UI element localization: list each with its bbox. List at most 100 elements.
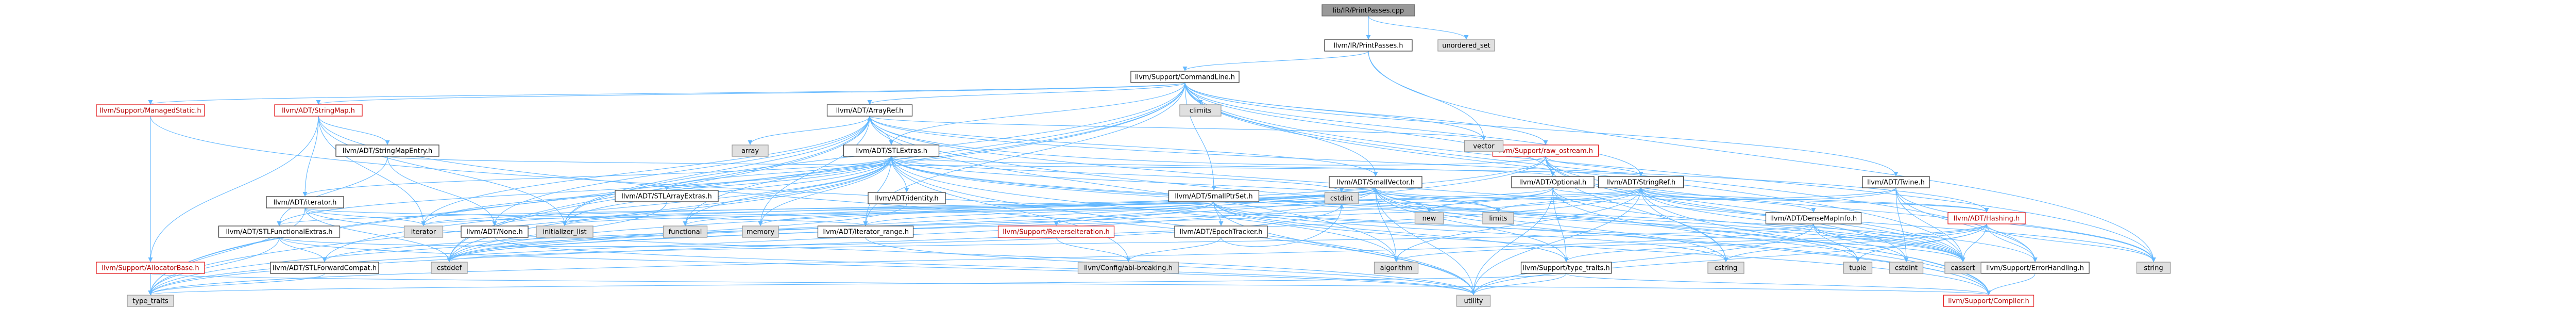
node-array: array [732, 144, 769, 157]
edge-twine-to-cassert [1895, 187, 1965, 262]
node-commandline[interactable]: llvm/Support/CommandLine.h [1130, 71, 1240, 83]
edge-stlextras-to-cstddef [447, 156, 892, 262]
edge-raw_ostream-to-type_traits [148, 156, 1546, 295]
edge-raw_ostream-to-arrayref [867, 116, 1546, 166]
node-compiler[interactable]: llvm/Support/Compiler.h [1943, 295, 2035, 307]
node-label: llvm/ADT/StringMapEntry.h [343, 148, 433, 155]
edge-stringref-to-string [1640, 187, 2156, 262]
node-label: llvm/ADT/ArrayRef.h [836, 107, 904, 115]
edge-commandline-to-arrayref [867, 82, 1185, 105]
node-box [1943, 295, 2035, 307]
edge-stringmap-to-iterator [318, 116, 426, 226]
node-epochtracker[interactable]: llvm/ADT/EpochTracker.h [1174, 225, 1268, 238]
node-box [1179, 104, 1222, 117]
node-iterator_range[interactable]: llvm/ADT/iterator_range.h [817, 225, 914, 238]
node-raw_ostream[interactable]: llvm/Support/raw_ostream.h [1492, 144, 1599, 157]
node-label: llvm/ADT/Twine.h [1867, 179, 1925, 187]
node-optional[interactable]: llvm/ADT/Optional.h [1511, 176, 1595, 188]
node-label: llvm/ADT/Hashing.h [1954, 215, 2020, 223]
edge-stlextras-to-utility [891, 156, 1476, 295]
edge-stlextras-to-cstdint_a [891, 156, 1344, 192]
node-box [266, 196, 344, 208]
edge-stlfunctionalextras-to-type_traits [148, 237, 280, 295]
node-label: algorithm [1380, 265, 1413, 272]
edge-typetraits_sup-to-utility [1471, 273, 1567, 295]
node-densemapinfo[interactable]: llvm/ADT/DenseMapInfo.h [1765, 212, 1862, 224]
node-box [1130, 71, 1240, 83]
node-box [1482, 212, 1514, 224]
node-root[interactable]: lib/IR/PrintPasses.cpp [1321, 4, 1415, 17]
node-iterator_h[interactable]: llvm/ADT/iterator.h [266, 196, 344, 208]
node-allocatorbase[interactable]: llvm/Support/AllocatorBase.h [96, 262, 205, 274]
node-box [1168, 190, 1260, 202]
edge-commandline-to-vector [1184, 82, 1486, 140]
node-label: llvm/ADT/Optional.h [1519, 179, 1587, 187]
edge-stlextras-to-limits [891, 156, 1501, 213]
edge-stlextras-to-optional [891, 156, 1555, 176]
node-stlforwardcompat[interactable]: llvm/ADT/STLForwardCompat.h [270, 262, 379, 274]
edge-none-to-utility [494, 237, 1476, 295]
node-box [1374, 262, 1419, 274]
edge-smallvector-to-limits [1375, 187, 1501, 213]
node-label: limits [1489, 215, 1507, 223]
node-box [270, 262, 379, 274]
node-label: llvm/ADT/iterator.h [274, 199, 337, 207]
node-string: string [2136, 262, 2171, 274]
edge-optional-to-typetraits_sup [1552, 187, 1569, 262]
node-cassert: cassert [1944, 262, 1981, 274]
edge-smallvector-to-typetraits_sup [1375, 187, 1569, 262]
edge-smallvector-to-iterator [421, 187, 1376, 226]
node-smallvector[interactable]: llvm/ADT/SmallVector.h [1329, 176, 1422, 188]
node-box [127, 295, 174, 307]
node-managedstatic[interactable]: llvm/Support/ManagedStatic.h [96, 104, 205, 117]
node-stlextras[interactable]: llvm/ADT/STLExtras.h [843, 144, 940, 157]
edge-stringmap-to-allocatorbase [148, 116, 319, 262]
node-label: llvm/ADT/SmallPtrSet.h [1175, 193, 1252, 201]
edge-hashing-to-cassert [1960, 223, 1987, 262]
node-label: utility [1464, 298, 1483, 305]
edge-arrayref-to-array [748, 116, 870, 145]
node-box [335, 144, 439, 157]
node-box [431, 262, 468, 274]
node-stringmap[interactable]: llvm/ADT/StringMap.h [274, 104, 363, 117]
edge-stlextras-to-algorithm [891, 156, 1399, 262]
node-cstdint_a: cstdint [1324, 192, 1359, 204]
node-box [1414, 212, 1444, 224]
node-stlfunctionalextras[interactable]: llvm/ADT/STLFunctionalExtras.h [218, 225, 341, 238]
node-identity[interactable]: llvm/ADT/identity.h [868, 192, 946, 204]
node-label: iterator [411, 229, 436, 236]
node-smallptrset[interactable]: llvm/ADT/SmallPtrSet.h [1168, 190, 1260, 202]
node-label: llvm/ADT/identity.h [875, 195, 938, 203]
node-stringref[interactable]: llvm/ADT/StringRef.h [1598, 176, 1684, 188]
edge-stringmap-to-iterator_h [302, 116, 319, 197]
node-box [1765, 212, 1862, 224]
node-stlarrayextras[interactable]: llvm/ADT/STLArrayExtras.h [615, 190, 719, 202]
edge-stlextras-to-iterator_h [302, 156, 892, 197]
node-stringmapentry[interactable]: llvm/ADT/StringMapEntry.h [335, 144, 439, 157]
node-hashing[interactable]: llvm/ADT/Hashing.h [1947, 212, 2026, 224]
edge-twine-to-string [1895, 187, 2156, 262]
node-twine[interactable]: llvm/ADT/Twine.h [1862, 176, 1930, 188]
node-label: cassert [1951, 265, 1975, 272]
node-label: array [741, 148, 759, 155]
node-label: climits [1190, 107, 1212, 115]
node-label: llvm/ADT/STLFunctionalExtras.h [226, 229, 333, 236]
edge-commandline-to-cassert [1184, 82, 1965, 262]
node-none[interactable]: llvm/ADT/None.h [461, 225, 529, 238]
node-box [1324, 192, 1359, 204]
node-errorhandling[interactable]: llvm/Support/ErrorHandling.h [1980, 262, 2090, 274]
node-label: llvm/ADT/SmallVector.h [1336, 179, 1415, 187]
node-label: string [2144, 265, 2163, 272]
node-reverseiteration[interactable]: llvm/Support/ReverseIteration.h [997, 225, 1115, 238]
node-typetraits_sup[interactable]: llvm/Support/type_traits.h [1520, 262, 1612, 274]
node-arrayref[interactable]: llvm/ADT/ArrayRef.h [826, 104, 913, 117]
node-box [826, 104, 913, 117]
node-printpasses_h[interactable]: llvm/IR/PrintPasses.h [1324, 39, 1413, 52]
edge-stlextras-to-functional [683, 156, 892, 226]
node-cstddef: cstddef [431, 262, 468, 274]
node-box [997, 225, 1115, 238]
edge-commandline-to-string [1184, 82, 2156, 262]
node-label: llvm/Config/abi-breaking.h [1084, 265, 1173, 272]
edge-commandline-to-managedstatic [148, 82, 1185, 105]
node-label: llvm/ADT/StringRef.h [1606, 179, 1675, 187]
